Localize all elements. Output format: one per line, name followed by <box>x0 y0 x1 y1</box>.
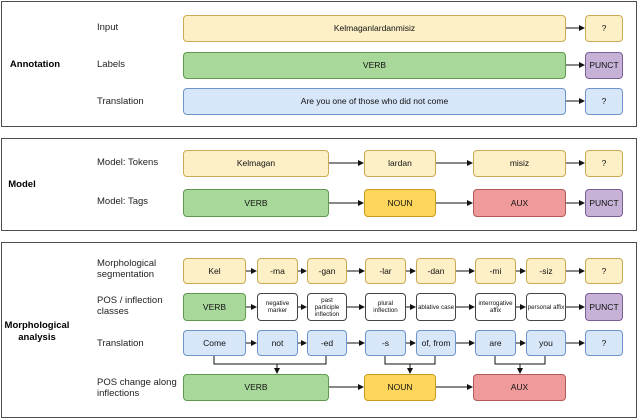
model-token-box: Kelmagan <box>183 150 329 177</box>
translation-box: are <box>475 330 516 356</box>
annotation-translation-box: Are you one of those who did not come <box>183 88 566 115</box>
translation-box: Come <box>183 330 246 356</box>
translation-box: of, from <box>416 330 456 356</box>
class-box: plural inflection <box>365 293 406 321</box>
row-label-pos-change: POS change along inflections <box>97 377 177 399</box>
annotation-label-punct-box: PUNCT <box>585 52 623 79</box>
model-tag-verb: VERB <box>183 189 329 217</box>
row-label-translation: Translation <box>97 96 144 107</box>
annotation-label-box: VERB <box>183 52 566 79</box>
row-label-labels: Labels <box>97 59 125 70</box>
pos-change-noun: NOUN <box>364 374 436 401</box>
model-token-box: lardan <box>364 150 436 177</box>
segment-box: -mi <box>475 258 516 284</box>
row-label-input: Input <box>97 22 119 33</box>
class-box: ablative case <box>416 293 456 321</box>
model-tag-aux: AUX <box>473 189 566 217</box>
translation-box: not <box>257 330 298 356</box>
row-label-translation-morph: Translation <box>97 338 144 349</box>
translation-box: you <box>526 330 566 356</box>
section-label-morphological-analysis: Morphological analysis <box>4 320 70 343</box>
segment-box: -lar <box>365 258 406 284</box>
pos-change-aux: AUX <box>473 374 566 401</box>
pos-change-verb: VERB <box>183 374 329 401</box>
class-box: personal affix <box>526 293 566 321</box>
translation-box: -s <box>365 330 406 356</box>
class-box: past participle inflection <box>307 293 347 321</box>
segment-box: -dan <box>416 258 456 284</box>
section-label-model: Model <box>8 179 36 190</box>
translation-box: ? <box>585 330 623 356</box>
segment-box: -ma <box>257 258 298 284</box>
section-label-annotation: Annotation <box>9 59 61 70</box>
class-box: interrogative affix <box>475 293 516 321</box>
annotation-input-punct-box: ? <box>585 15 623 42</box>
segment-box: ? <box>585 258 623 284</box>
annotation-translation-punct-box: ? <box>585 88 623 115</box>
segment-box: Kel <box>183 258 246 284</box>
row-label-model-tags: Model: Tags <box>97 196 149 207</box>
class-box: negative marker <box>257 293 298 321</box>
segment-box: -siz <box>526 258 566 284</box>
model-token-box: ? <box>585 150 623 177</box>
model-tag-punct: PUNCT <box>585 189 623 217</box>
model-tag-noun: NOUN <box>364 189 436 217</box>
class-box-verb: VERB <box>183 293 246 321</box>
class-box-punct: PUNCT <box>585 293 623 321</box>
row-label-pos-inflection-classes: POS / inflection classes <box>97 295 163 317</box>
row-label-model-tokens: Model: Tokens <box>97 157 159 168</box>
segment-box: -gan <box>307 258 347 284</box>
translation-box: -ed <box>307 330 347 356</box>
annotation-input-box: Kelmaganlardanmisiz <box>183 15 566 42</box>
model-token-box: misiz <box>473 150 566 177</box>
row-label-morphological-segmentation: Morphological segmentation <box>97 258 157 280</box>
